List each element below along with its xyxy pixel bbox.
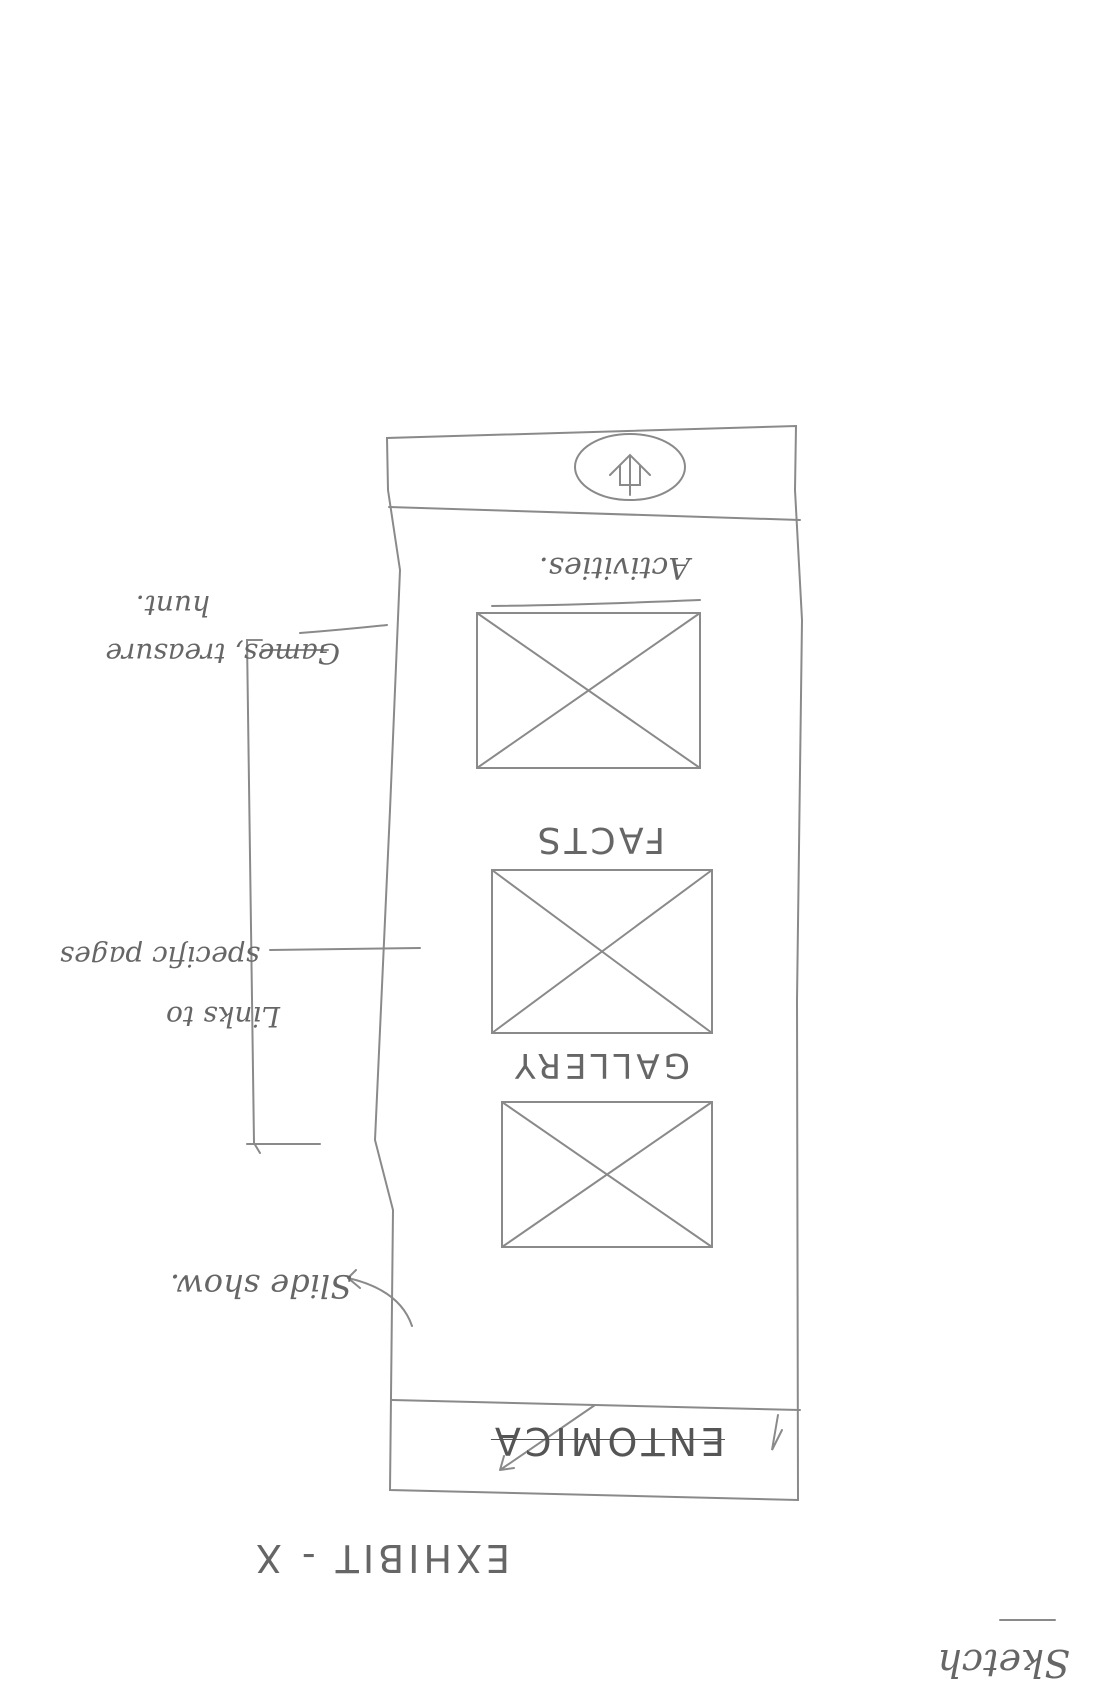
phone-frame	[373, 424, 804, 1502]
section-label-facts: FACTS	[533, 819, 665, 860]
activities-underline	[491, 599, 701, 607]
annotation-links-line1: Links to	[166, 1000, 280, 1033]
exhibit-label: EXHIBIT - X	[251, 1536, 510, 1580]
facts-image-placeholder	[491, 869, 713, 1034]
slideshow-image-placeholder	[501, 1101, 713, 1248]
links-bracket	[245, 639, 329, 1154]
corner-sketch-label: Sketch	[937, 1641, 1070, 1685]
footer-divider	[388, 506, 801, 521]
exhibit-leader	[499, 1404, 596, 1471]
links-leader	[269, 947, 421, 951]
annotation-games-line2: hunt.	[135, 589, 210, 622]
activities-image-placeholder	[476, 612, 701, 769]
section-label-activities: Activities.	[539, 550, 690, 585]
scroll-mark	[771, 1414, 783, 1451]
slideshow-leader	[347, 1269, 413, 1327]
games-leader	[299, 624, 388, 634]
section-label-gallery: GALLERY	[510, 1045, 690, 1085]
annotation-links-line2: specific pages	[59, 940, 260, 973]
annotation-games-line1: Games, treasure	[105, 637, 340, 670]
header-title: ENTOMICA	[490, 1419, 725, 1463]
logo-bug-icon	[574, 433, 686, 501]
annotation-slideshow: Slide show.	[169, 1267, 352, 1305]
